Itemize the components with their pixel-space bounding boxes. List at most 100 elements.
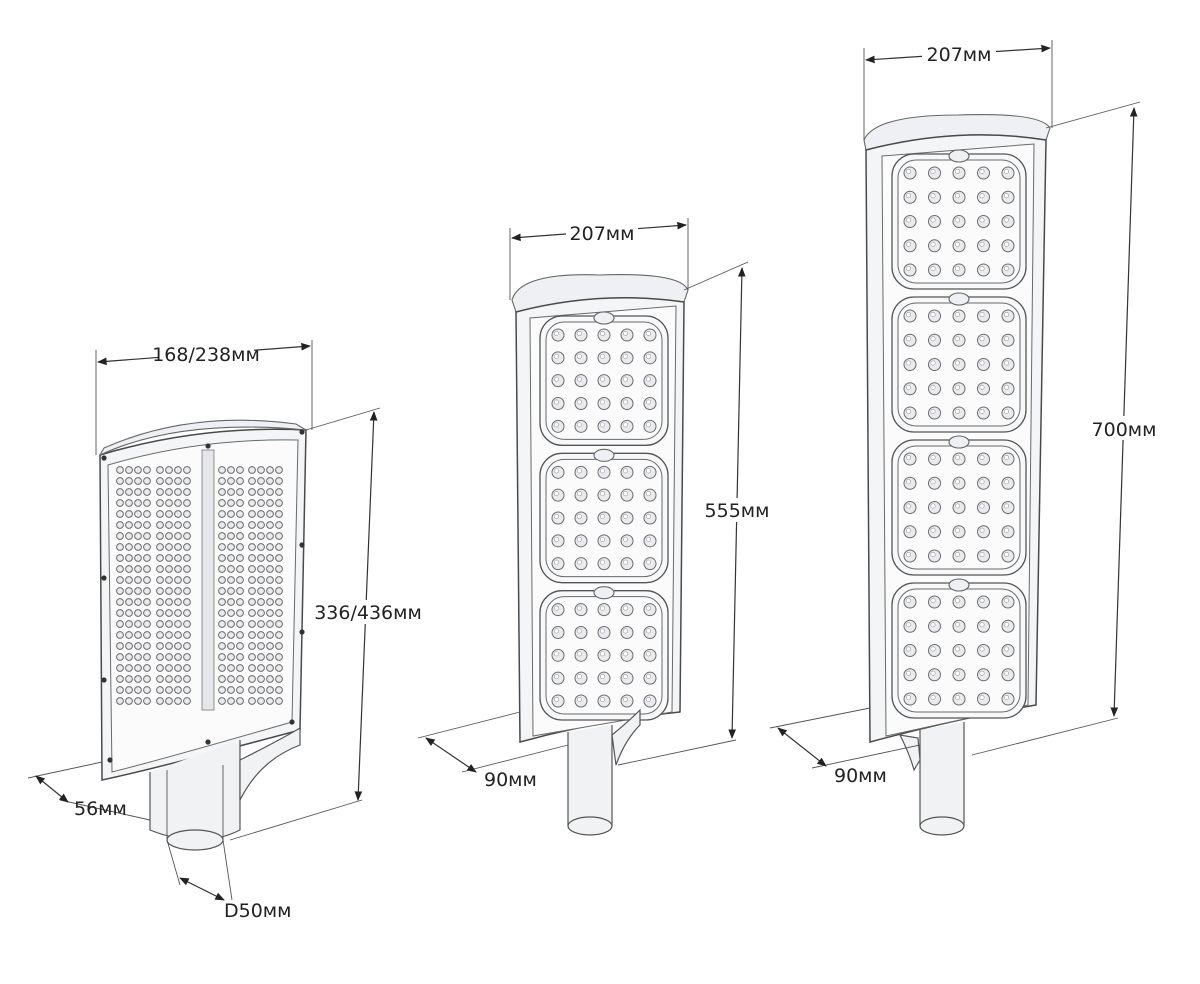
led-highlight (576, 696, 582, 702)
led (165, 587, 173, 595)
led (125, 510, 133, 518)
led (116, 488, 124, 496)
led (174, 587, 182, 595)
led (266, 565, 274, 573)
screw (107, 757, 113, 763)
led (156, 543, 164, 551)
led (134, 587, 142, 595)
led-highlight (979, 551, 985, 557)
led (116, 499, 124, 507)
led (116, 543, 124, 551)
led (275, 576, 283, 584)
led (218, 499, 226, 507)
led (134, 686, 142, 694)
led (266, 554, 274, 562)
led-highlight (905, 384, 911, 390)
led-highlight (979, 694, 985, 700)
led (236, 565, 244, 573)
led (125, 664, 133, 672)
led (275, 631, 283, 639)
led (125, 499, 133, 507)
led (257, 642, 265, 650)
led-highlight (905, 241, 911, 247)
led-highlight (1003, 670, 1009, 676)
led-highlight (1003, 479, 1009, 485)
led-highlight (553, 559, 559, 565)
led (218, 675, 226, 683)
led-highlight (553, 330, 559, 336)
screw (299, 542, 305, 548)
led (183, 488, 191, 496)
led (227, 554, 235, 562)
led-array-small (101, 429, 305, 763)
led (227, 587, 235, 595)
led-highlight (905, 311, 911, 317)
led (275, 565, 283, 573)
led (227, 565, 235, 573)
led-highlight (599, 491, 605, 497)
led-highlight (599, 628, 605, 634)
led-highlight (905, 336, 911, 342)
led (257, 675, 265, 683)
led (174, 499, 182, 507)
led (165, 532, 173, 540)
led (165, 466, 173, 474)
led (257, 609, 265, 617)
led (248, 477, 256, 485)
led-highlight (576, 353, 582, 359)
led (116, 620, 124, 628)
led (183, 543, 191, 551)
dimension-medium-width: 207мм (509, 218, 689, 300)
led (156, 576, 164, 584)
led (156, 532, 164, 540)
pipe-end-large (919, 816, 965, 836)
led (236, 576, 244, 584)
led (266, 631, 274, 639)
led (227, 697, 235, 705)
led (248, 576, 256, 584)
led (266, 499, 274, 507)
led-highlight (930, 454, 936, 460)
dimension-medium-height: 555мм (617, 261, 774, 766)
led-module (539, 448, 669, 584)
led-highlight (576, 399, 582, 405)
led (248, 565, 256, 573)
led-highlight (930, 193, 936, 199)
led (143, 543, 151, 551)
led (275, 521, 283, 529)
led-highlight (930, 597, 936, 603)
luminaire-small (98, 419, 307, 851)
led (257, 664, 265, 672)
led-highlight (645, 353, 651, 359)
led (134, 477, 142, 485)
led (236, 686, 244, 694)
led-highlight (645, 491, 651, 497)
led (266, 510, 274, 518)
module-connector (948, 435, 970, 449)
label-medium-depth: 90мм (484, 769, 537, 791)
screw (101, 677, 107, 683)
led (143, 576, 151, 584)
led (174, 543, 182, 551)
label-large-height: 700мм (1092, 419, 1157, 441)
led-highlight (979, 527, 985, 533)
led (134, 521, 142, 529)
led-highlight (599, 468, 605, 474)
led (143, 499, 151, 507)
led-highlight (954, 336, 960, 342)
led (236, 554, 244, 562)
led-highlight (1003, 694, 1009, 700)
led (156, 598, 164, 606)
led (236, 642, 244, 650)
led (134, 620, 142, 628)
led-highlight (622, 399, 628, 405)
led (183, 642, 191, 650)
led (248, 488, 256, 496)
led-highlight (979, 193, 985, 199)
led (248, 642, 256, 650)
luminaire-medium (511, 274, 689, 836)
led (174, 675, 182, 683)
led (266, 620, 274, 628)
led-highlight (979, 670, 985, 676)
led (134, 466, 142, 474)
